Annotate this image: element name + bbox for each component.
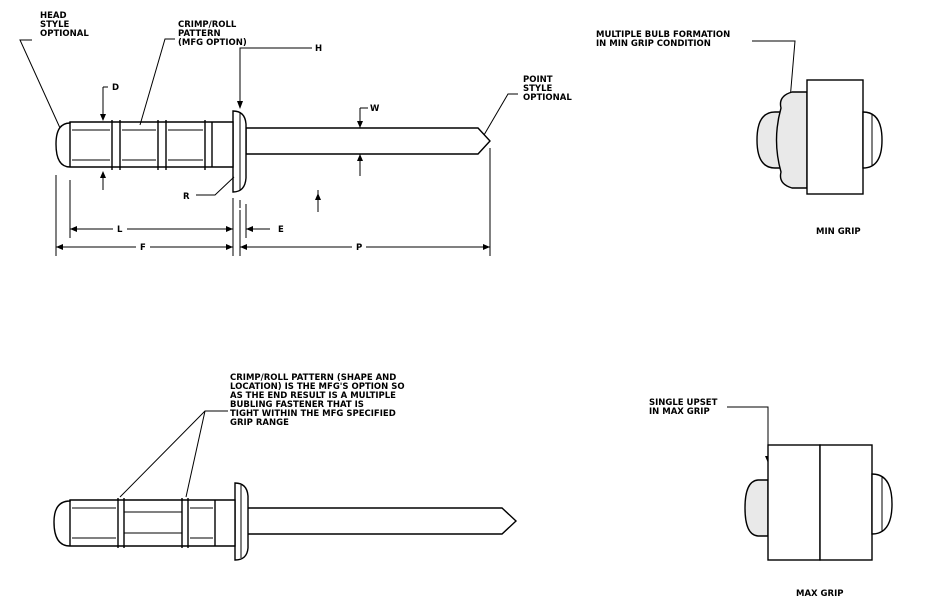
dimension-h-label: H (315, 44, 322, 54)
crimp-pattern-line-1: CRIMP/ROLL (178, 20, 237, 30)
crimp-pattern-line-2: PATTERN (178, 29, 221, 39)
max-grip-caption: MAX GRIP (796, 589, 843, 599)
bottom-note-line-6: GRIP RANGE (230, 418, 289, 428)
max-grip-sleeve-left (767, 444, 821, 561)
bottom-note-line-4: BUBLING FASTENER THAT IS (230, 400, 364, 410)
min-grip-bulb-2 (775, 91, 808, 189)
crimp-pattern-line-3: (MFG OPTION) (178, 38, 247, 48)
bottom-note-line-2: LOCATION) IS THE MFG'S OPTION SO (230, 382, 405, 392)
max-grip-sleeve-right (819, 444, 873, 561)
head-style-line-3: OPTIONAL (40, 29, 89, 39)
min-grip-sleeve (806, 79, 864, 195)
max-grip-note-line-2: IN MAX GRIP (649, 407, 710, 417)
point-style-line-3: OPTIONAL (523, 93, 572, 103)
dimension-l-label: L (117, 225, 123, 235)
point-style-line-1: POINT (523, 75, 553, 85)
min-grip-caption: MIN GRIP (816, 227, 861, 237)
dimension-p-label: P (356, 243, 362, 253)
head-style-line-1: HEAD (40, 11, 67, 21)
min-grip-note-line-1: MULTIPLE BULB FORMATION (596, 30, 730, 40)
top-rivet-mandrel (245, 127, 491, 155)
point-style-line-2: STYLE (523, 84, 552, 94)
bottom-note-line-3: AS THE END RESULT IS A MULTIPLE (230, 391, 396, 401)
bottom-rivet-body (53, 499, 236, 547)
bottom-rivet-mandrel (245, 507, 518, 535)
bottom-note-line-5: TIGHT WITHIN THE MFG SPECIFIED (230, 409, 396, 419)
max-grip-upset (744, 479, 769, 537)
head-style-line-2: STYLE (40, 20, 69, 30)
dimension-e-label: E (278, 225, 284, 235)
dimension-f-label: F (140, 243, 146, 253)
dimension-w-label: W (370, 104, 380, 114)
bottom-note-line-1: CRIMP/ROLL PATTERN (SHAPE AND (230, 373, 396, 383)
dimension-d-label: D (112, 83, 119, 93)
max-grip-note-line-1: SINGLE UPSET (649, 398, 718, 408)
min-grip-note-line-2: IN MIN GRIP CONDITION (596, 39, 711, 49)
dimension-r-label: R (183, 192, 190, 202)
